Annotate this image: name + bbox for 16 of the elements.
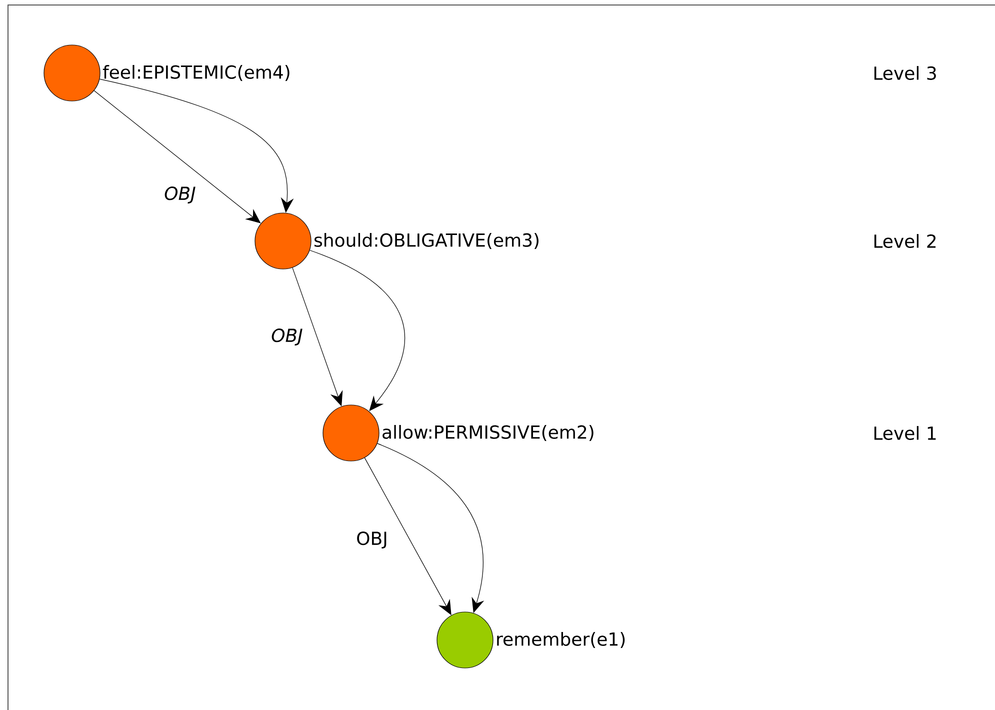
level-label: Level 1 bbox=[874, 426, 936, 440]
node-circle bbox=[44, 44, 100, 102]
node-label: allow:PERMISSIVE(em2) bbox=[382, 424, 594, 442]
node-label: should:OBLIGATIVE(em3) bbox=[314, 232, 538, 250]
edge-label: OBJ bbox=[270, 328, 304, 346]
node-label: remember(e1) bbox=[497, 632, 625, 648]
node-circle bbox=[322, 404, 380, 462]
node-label: feel:EPISTEMIC(em4) bbox=[102, 64, 290, 82]
edge-label: OBJ bbox=[163, 186, 197, 204]
arrow bbox=[94, 90, 261, 224]
node-circle bbox=[254, 212, 312, 270]
level-label: Level 2 bbox=[874, 234, 936, 248]
arrow bbox=[377, 443, 484, 613]
level-label: Level 3 bbox=[874, 66, 936, 80]
node-circle bbox=[436, 612, 494, 668]
edge-label: OBJ bbox=[355, 530, 389, 550]
